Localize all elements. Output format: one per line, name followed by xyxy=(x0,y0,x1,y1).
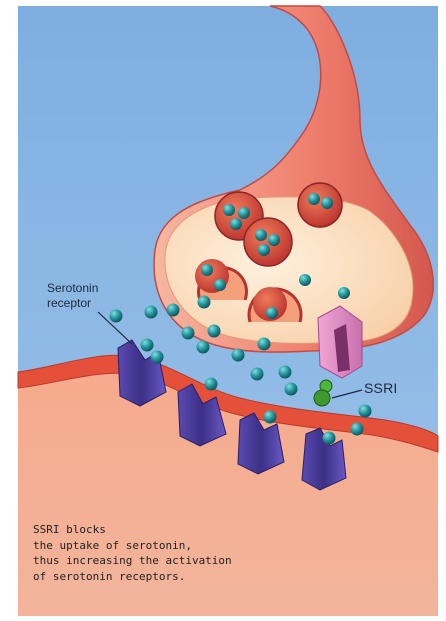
caption-line: of serotonin receptors. xyxy=(33,569,393,585)
receptor-label-line1: Serotonin xyxy=(47,281,167,296)
caption-line: thus increasing the activation xyxy=(33,553,393,569)
ssri-transporter xyxy=(318,306,362,378)
serotonin-receptor-label: Serotonin receptor xyxy=(47,281,167,311)
caption-line: SSRI blocks xyxy=(33,522,393,538)
ssri-label: SSRI xyxy=(364,380,397,396)
receptor-label-line2: receptor xyxy=(47,296,167,311)
caption-line: the uptake of serotonin, xyxy=(33,538,393,554)
caption: SSRI blocks the uptake of serotonin, thu… xyxy=(33,522,393,584)
